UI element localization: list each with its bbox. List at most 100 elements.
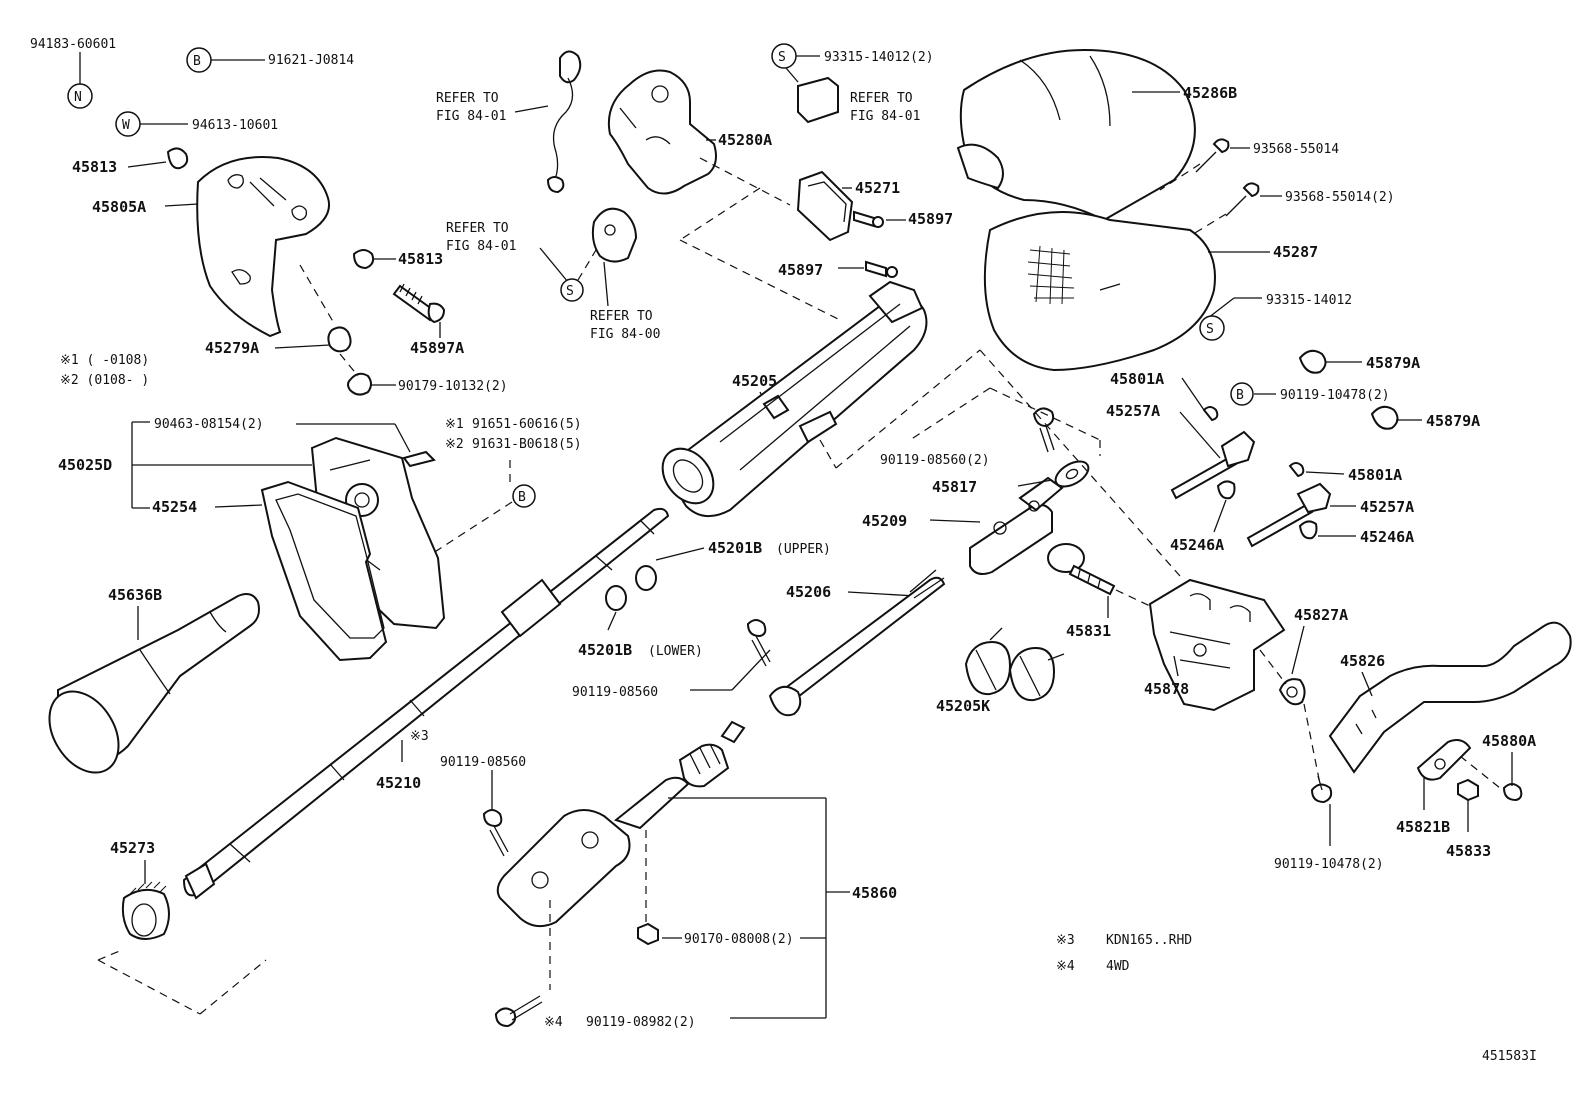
- label-45206: 45206: [786, 583, 831, 601]
- symbol-b-circle-top: B: [186, 47, 212, 73]
- label-91651-60616: 91651-60616(5): [472, 417, 582, 432]
- note4-key: ※4: [1056, 959, 1075, 974]
- tilt-lever-45826: [1328, 621, 1572, 774]
- label-45821b: 45821B: [1396, 818, 1450, 836]
- label-94613-10601: 94613-10601: [192, 118, 278, 133]
- screw-45897-a: [853, 210, 884, 228]
- lever-45257a-2: [1246, 482, 1332, 548]
- label-45246a-2: 45246A: [1360, 528, 1414, 546]
- cover-45271: [796, 170, 854, 242]
- label-45801a-2: 45801A: [1348, 466, 1402, 484]
- label-93568-55014-2: 93568-55014(2): [1285, 190, 1395, 205]
- label-45879a-2: 45879A: [1426, 412, 1480, 430]
- label-45210: 45210: [376, 774, 421, 792]
- gasket-45254: [260, 480, 388, 662]
- symbol-n-circle: N: [67, 83, 93, 109]
- note3-key: ※3: [1056, 933, 1075, 948]
- label-45201b-upper: 45201B: [708, 539, 762, 557]
- clip-45879a-1: [1298, 349, 1327, 374]
- label-45826: 45826: [1340, 652, 1385, 670]
- bushing-45827a: [1278, 678, 1306, 706]
- label-93315-14012: 93315-14012: [1266, 293, 1352, 308]
- symbol-s-circle-right: S: [1199, 315, 1225, 341]
- svg-text:S: S: [778, 50, 786, 65]
- label-45209: 45209: [862, 512, 907, 530]
- bolt-45897a: [392, 283, 446, 324]
- label-45805a: 45805A: [92, 198, 146, 216]
- refer3-line2: FIG 84-01: [850, 109, 920, 124]
- qualifier-upper: (UPPER): [776, 542, 831, 557]
- symbol-s-circle-left: S: [560, 278, 584, 302]
- bolt-90119-08982: [494, 995, 543, 1028]
- spring-45205k: [964, 627, 1065, 702]
- label-45279a: 45279A: [205, 339, 259, 357]
- figure-id: 451583I: [1482, 1049, 1537, 1064]
- symbol-w-circle: W: [115, 111, 141, 137]
- star1-label: ※1: [445, 417, 464, 432]
- label-45813-a: 45813: [72, 158, 117, 176]
- nut-45833: [1457, 778, 1479, 802]
- label-90119-08560-b: 90119-08560: [440, 755, 526, 770]
- grommet-45279a: [327, 326, 352, 353]
- label-45246a-1: 45246A: [1170, 536, 1224, 554]
- nut-90170: [637, 922, 659, 946]
- label-90119-08560-2: 90119-08560(2): [880, 453, 990, 468]
- label-45801a-1: 45801A: [1110, 370, 1164, 388]
- label-45280a: 45280A: [718, 131, 772, 149]
- clip-45801a-1: [1202, 406, 1219, 422]
- note4-text: 4WD: [1106, 959, 1130, 974]
- screw-45897-b: [865, 260, 898, 278]
- label-45879a-1: 45879A: [1366, 354, 1420, 372]
- label-45636b: 45636B: [108, 586, 162, 604]
- label-45205: 45205: [732, 372, 777, 390]
- label-45254: 45254: [152, 498, 197, 516]
- clip-45879a-2: [1370, 405, 1399, 430]
- tilt-bracket-45878: [1148, 578, 1286, 712]
- column-tube-45205: [661, 280, 928, 517]
- bolt-90119-08560-b: [482, 809, 509, 857]
- lock-housing-45280a: [608, 69, 717, 195]
- boot-45636b: [48, 593, 260, 774]
- gear-45273: [121, 881, 170, 940]
- label-45813-b: 45813: [398, 250, 443, 268]
- refer3-line1: REFER TO: [850, 91, 913, 106]
- refer1-line1: REFER TO: [436, 91, 499, 106]
- label-45897-1: 45897: [908, 210, 953, 228]
- lower-cover-45287: [983, 211, 1216, 372]
- symbol-b-circle-mid: B: [512, 484, 536, 508]
- label-45897-2: 45897: [778, 261, 823, 279]
- star3-label-shaft: ※3: [410, 729, 429, 744]
- label-93315-14012-2: 93315-14012(2): [824, 50, 934, 65]
- label-45287: 45287: [1273, 243, 1318, 261]
- screw-93568-b: [1225, 182, 1260, 217]
- svg-text:W: W: [122, 118, 130, 133]
- label-45831: 45831: [1066, 622, 1111, 640]
- main-shaft-45210: [182, 507, 670, 900]
- label-45257a-1: 45257A: [1106, 402, 1160, 420]
- symbol-b-circle-right: B: [1230, 382, 1254, 406]
- label-45817: 45817: [932, 478, 977, 496]
- label-90170-08008: 90170-08008(2): [684, 932, 794, 947]
- label-45025d: 45025D: [58, 456, 112, 474]
- label-45257a-2: 45257A: [1360, 498, 1414, 516]
- symbol-s-circle-top: S: [771, 43, 797, 69]
- upper-cover-45286b: [956, 48, 1196, 222]
- bolt-90119-10478: [1310, 775, 1333, 804]
- note-star2: ※2 (0108- ): [60, 373, 149, 388]
- switch-block: [797, 76, 839, 124]
- pivot-bolt-45831: [1047, 543, 1116, 596]
- label-45205k: 45205K: [936, 697, 990, 715]
- label-45286b: 45286B: [1183, 84, 1237, 102]
- lever-45257a-1: [1170, 430, 1256, 500]
- spring-45246a-1: [1216, 480, 1236, 500]
- lower-joint-45860: [496, 720, 746, 928]
- spring-45246a-2: [1298, 520, 1318, 540]
- label-90463-08154: 90463-08154(2): [154, 417, 264, 432]
- label-90119-10478-b: 90119-10478(2): [1274, 857, 1384, 872]
- svg-text:B: B: [518, 490, 526, 505]
- label-45273: 45273: [110, 839, 155, 857]
- refer1-line2: FIG 84-01: [436, 109, 506, 124]
- plate-45821b: [1416, 739, 1472, 781]
- refer2-line2: FIG 84-01: [446, 239, 516, 254]
- label-45878: 45878: [1144, 680, 1189, 698]
